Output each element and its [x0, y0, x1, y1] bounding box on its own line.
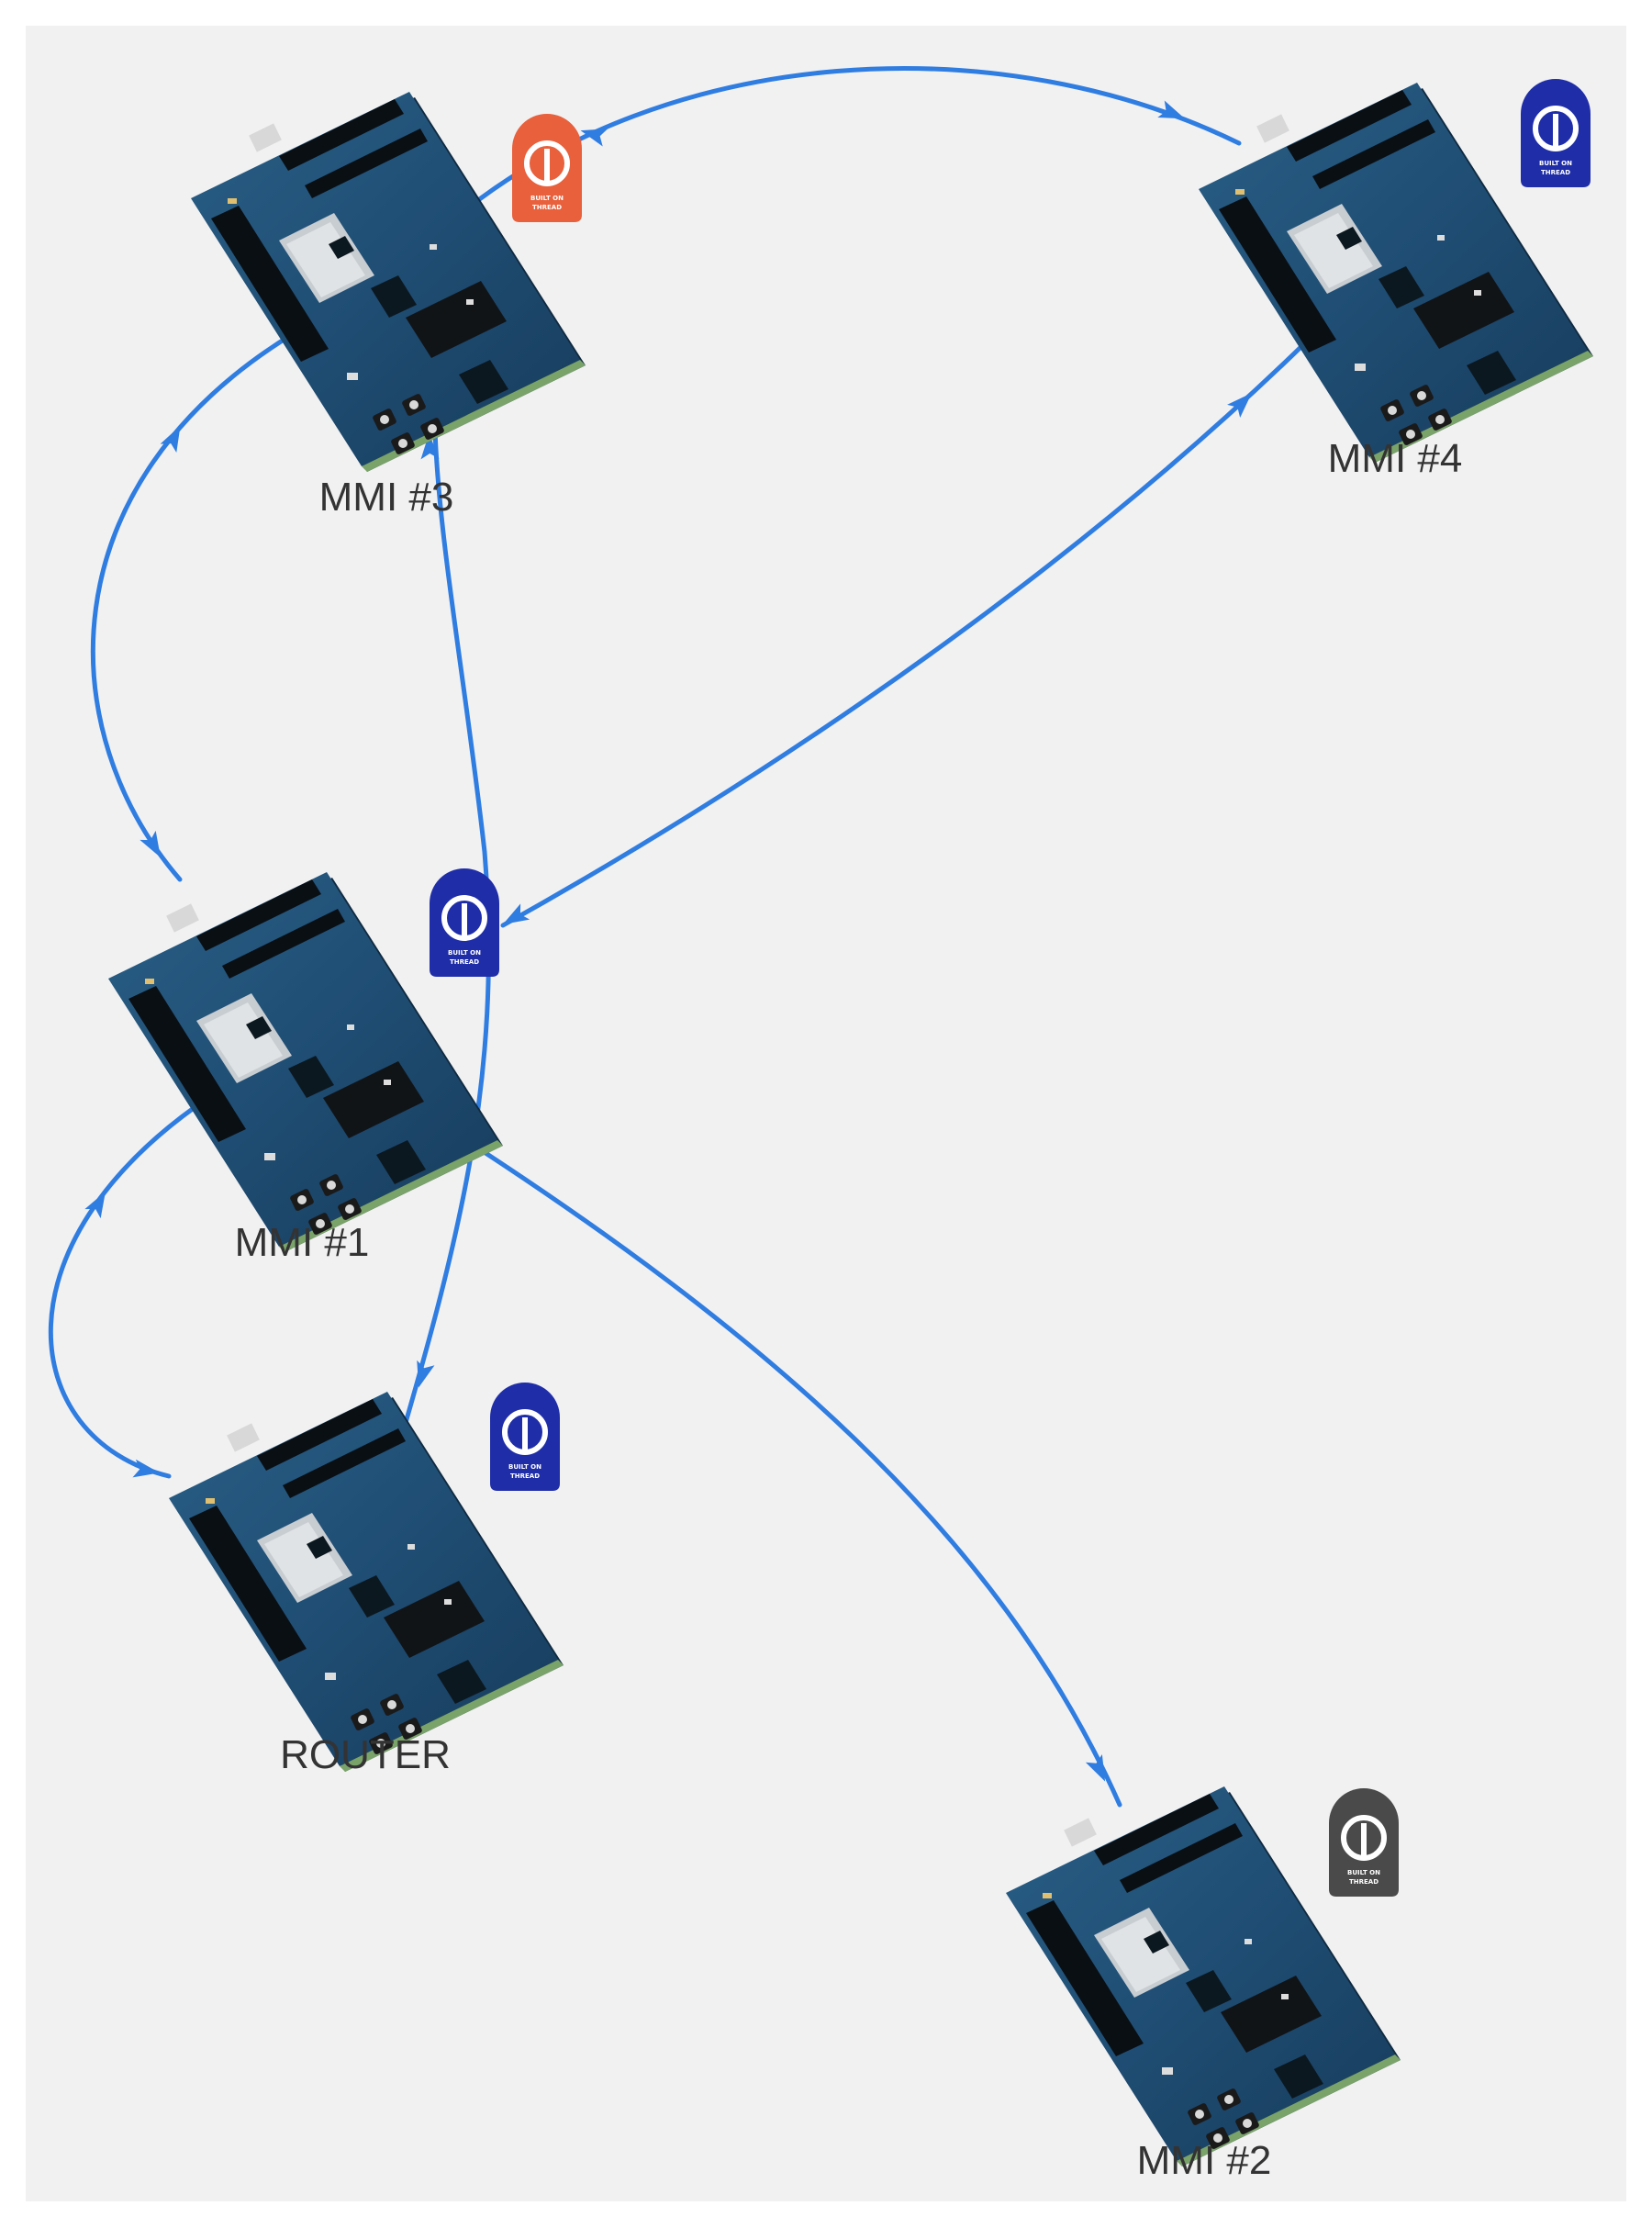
node-label: MMI #2	[1137, 2138, 1272, 2183]
topology-diagram: BUILT ON THREAD MMI #3 BUILT ON THREAD M…	[48, 66, 1593, 2183]
thread-badge-icon: BUILT ON THREAD	[512, 114, 582, 222]
node-router[interactable]: BUILT ON THREAD ROUTER	[169, 1383, 564, 1777]
arrowhead-mmi3-to-router	[417, 1360, 435, 1388]
link-mmi3-mmi1	[90, 330, 298, 882]
thread-badge-icon: BUILT ON THREAD	[1521, 79, 1591, 187]
arrowhead-mmi1-to-router	[132, 1459, 160, 1478]
thread-badge-icon: BUILT ON THREAD	[1329, 1788, 1399, 1897]
node-label: MMI #4	[1328, 436, 1463, 481]
node-label: MMI #3	[319, 475, 454, 520]
node-mmi4[interactable]: BUILT ON THREAD MMI #4	[1199, 79, 1593, 481]
node-mmi1[interactable]: BUILT ON THREAD MMI #1	[108, 868, 503, 1265]
node-label: ROUTER	[280, 1732, 451, 1777]
arrowhead-router-to-mmi1	[84, 1191, 106, 1219]
svg-text:THREAD: THREAD	[1541, 169, 1570, 176]
thread-badge-icon: BUILT ON THREAD	[490, 1383, 560, 1491]
svg-text:BUILT ON: BUILT ON	[508, 1463, 541, 1471]
link-mmi1-mmi2	[443, 1125, 1122, 1808]
svg-text:THREAD: THREAD	[532, 204, 562, 211]
svg-text:THREAD: THREAD	[510, 1472, 540, 1480]
arrowhead-mmi1-to-mmi4	[1227, 393, 1252, 418]
arrowhead-mmi3-to-mmi4	[1157, 100, 1185, 119]
svg-text:BUILT ON: BUILT ON	[530, 195, 564, 202]
node-label: MMI #1	[235, 1220, 370, 1265]
arrowhead-mmi3-to-mmi1	[140, 830, 161, 858]
link-mmi4-mmi1	[500, 315, 1334, 928]
topology-canvas: BUILT ON THREAD MMI #3 BUILT ON THREAD M…	[26, 26, 1626, 2201]
link-mmi1-router	[48, 1086, 225, 1479]
svg-text:THREAD: THREAD	[1349, 1878, 1379, 1886]
svg-text:BUILT ON: BUILT ON	[1539, 160, 1572, 167]
arrowhead-mmi4-to-mmi1	[502, 903, 530, 924]
arrowhead-mmi1-to-mmi2	[1085, 1754, 1106, 1782]
node-mmi2[interactable]: BUILT ON THREAD MMI #2	[1006, 1786, 1401, 2183]
svg-text:THREAD: THREAD	[450, 958, 479, 966]
svg-text:BUILT ON: BUILT ON	[448, 949, 481, 957]
arrowhead-mmi1-to-mmi3	[160, 425, 181, 453]
arrowhead-mmi4-to-mmi3	[580, 129, 608, 147]
node-mmi3[interactable]: BUILT ON THREAD MMI #3	[191, 92, 586, 520]
arrowhead-router-to-mmi3	[420, 433, 440, 460]
thread-badge-icon: BUILT ON THREAD	[430, 868, 499, 977]
svg-text:BUILT ON: BUILT ON	[1347, 1869, 1380, 1876]
